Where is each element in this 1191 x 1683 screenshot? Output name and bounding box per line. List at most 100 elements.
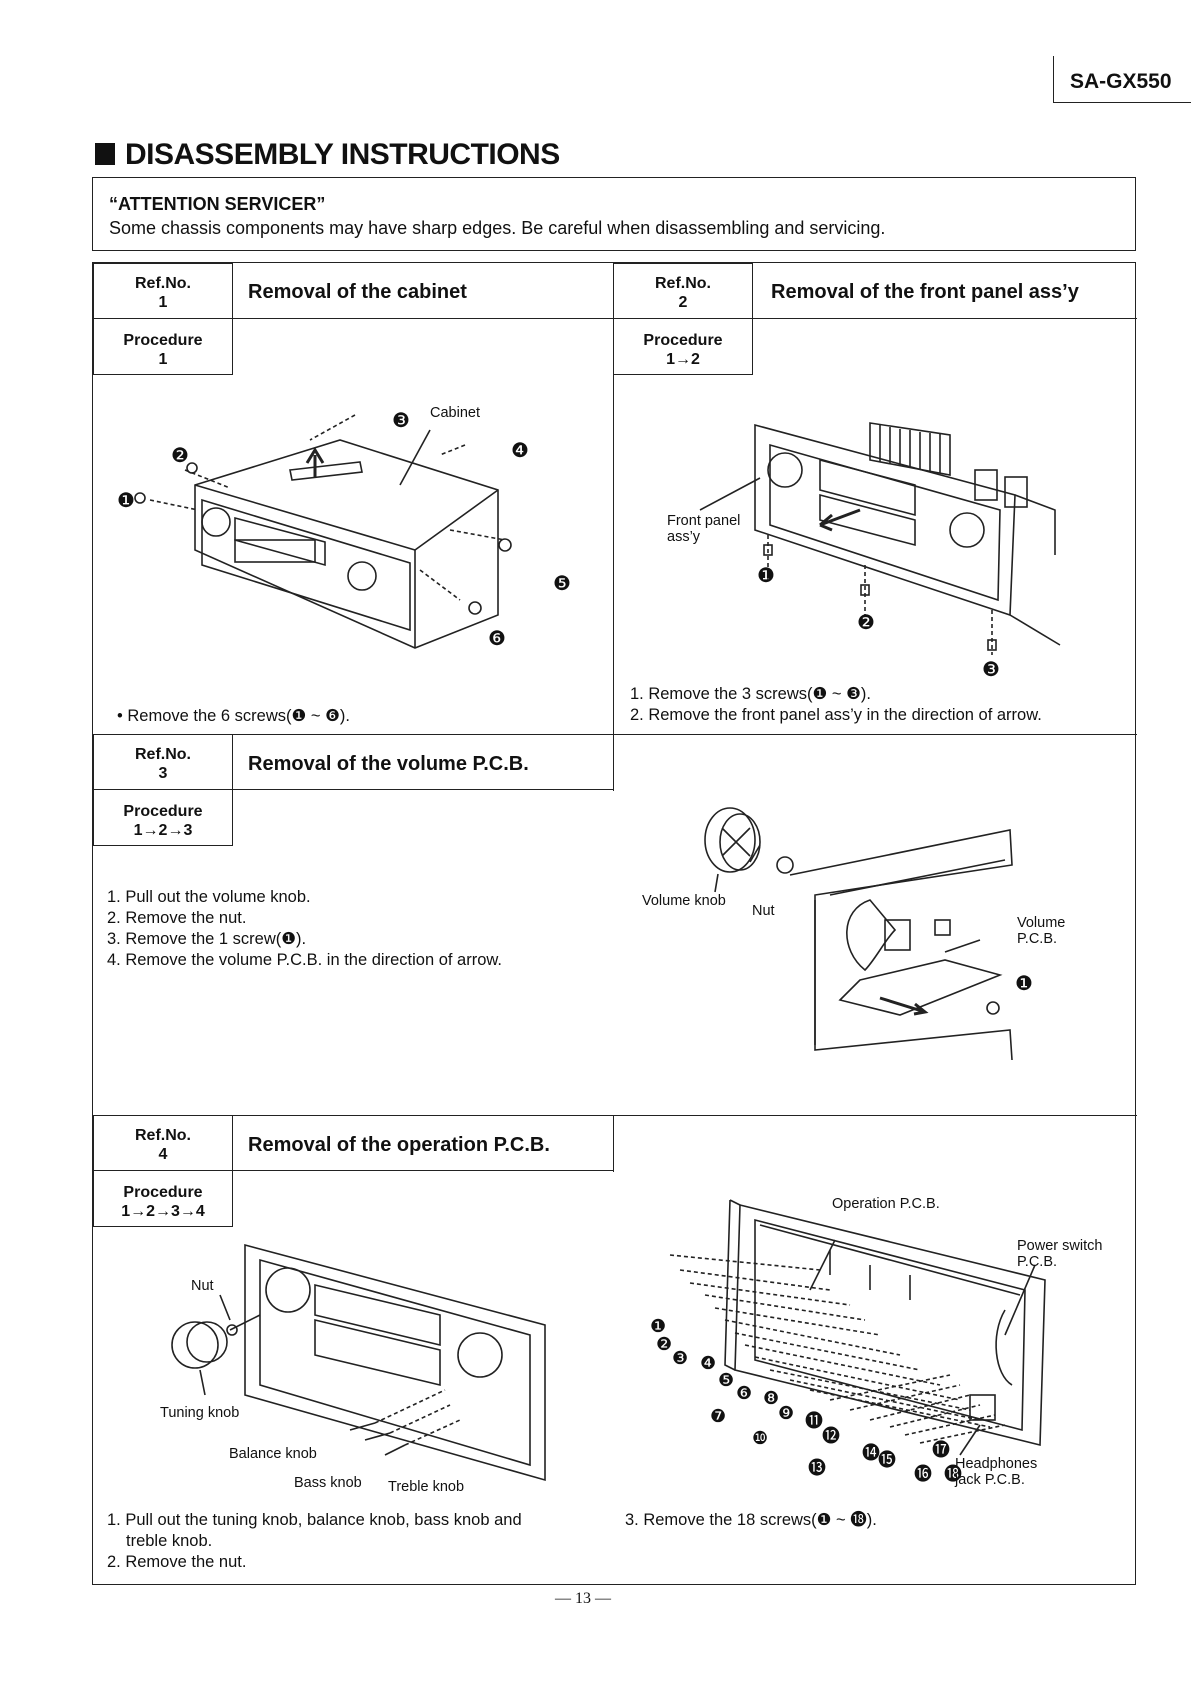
tuning-knob-illustration xyxy=(171,1243,546,1482)
step-4-1: 1. Pull out the tuning knob, balance kno… xyxy=(107,1511,522,1529)
procedure-steps: 1→2→3→4 xyxy=(121,1203,205,1220)
row-divider-1 xyxy=(93,734,1137,735)
label-treble-knob: Treble knob xyxy=(388,1479,465,1495)
label-bass-knob: Bass knob xyxy=(294,1475,362,1491)
procedure-box-4: Procedure 1→2→3→4 xyxy=(93,1170,233,1227)
title-underline xyxy=(232,1170,614,1171)
front-panel-illustration xyxy=(699,422,1061,655)
label-front-panel: Front panel ass’y xyxy=(667,513,741,545)
screw-2-marker: ❷ xyxy=(857,612,875,634)
procedure-steps: 1→2→3 xyxy=(133,822,193,839)
label-balance-knob: Balance knob xyxy=(229,1446,317,1462)
page-number: — 13 — xyxy=(555,1590,611,1607)
screw-16-marker: ⓰ xyxy=(914,1464,932,1484)
ref-box-3: Ref.No. 3 xyxy=(93,734,233,791)
step-2-2: 2. Remove the front panel ass’y in the d… xyxy=(630,706,1042,724)
screw-9-marker: ❾ xyxy=(778,1403,795,1423)
section-title-3: Removal of the volume P.C.B. xyxy=(248,753,529,775)
screw-4-marker: ❹ xyxy=(511,440,529,462)
screw-14-marker: ⓮ xyxy=(862,1443,880,1463)
bullet-square-icon xyxy=(95,143,115,165)
model-number: SA-GX550 xyxy=(1070,70,1172,93)
step-4-1-cont: treble knob. xyxy=(126,1532,213,1550)
step-3-3: 3. Remove the 1 screw(❶). xyxy=(107,930,307,948)
screw-13-marker: ⓭ xyxy=(808,1458,826,1478)
volume-pcb-illustration xyxy=(704,807,1013,1061)
step-4-2: 2. Remove the nut. xyxy=(107,1553,247,1571)
ref-number: 4 xyxy=(158,1146,168,1163)
screw-6-marker: ❻ xyxy=(488,628,506,650)
attention-heading: “ATTENTION SERVICER” xyxy=(109,194,326,214)
section-title-1: Removal of the cabinet xyxy=(248,281,467,303)
ref-box-1: Ref.No. 1 xyxy=(93,263,233,320)
screw-3-marker: ❸ xyxy=(672,1348,689,1368)
screw-15-marker: ⓯ xyxy=(878,1450,896,1470)
procedure-box-1: Procedure 1 xyxy=(93,318,233,375)
screw-8-marker: ❽ xyxy=(763,1388,780,1408)
step-3-1: 1. Pull out the volume knob. xyxy=(107,888,311,906)
ref-box-4: Ref.No. 4 xyxy=(93,1115,233,1172)
operation-pcb-illustration xyxy=(669,1199,1046,1456)
screw-2-marker: ❷ xyxy=(656,1334,673,1354)
label-headphones-jack-pcb: Headphones jack P.C.B. xyxy=(955,1456,1038,1488)
screw-11-marker: ⓫ xyxy=(805,1411,823,1431)
ref-number: 1 xyxy=(158,294,168,311)
label-tuning-knob: Tuning knob xyxy=(160,1405,240,1421)
screw-10-marker: ❿ xyxy=(752,1428,769,1448)
label-cabinet: Cabinet xyxy=(430,405,480,421)
screw-1-marker: ❶ xyxy=(1015,973,1033,995)
page-title: DISASSEMBLY INSTRUCTIONS xyxy=(95,138,560,172)
ref-label: Ref.No. xyxy=(655,275,711,292)
procedure-steps: 1 xyxy=(158,351,168,368)
procedure-label: Procedure xyxy=(123,803,203,820)
screw-2-marker: ❷ xyxy=(171,445,189,467)
model-tag: SA-GX550 xyxy=(1053,56,1191,103)
section-title-4: Removal of the operation P.C.B. xyxy=(248,1134,550,1156)
screw-1-marker: ❶ xyxy=(117,490,135,512)
screw-18-marker: ⓲ xyxy=(944,1464,962,1484)
step-3-4: 4. Remove the volume P.C.B. in the direc… xyxy=(107,951,502,969)
title-box-right xyxy=(613,734,614,791)
ref-label: Ref.No. xyxy=(135,1127,191,1144)
step-3-2: 2. Remove the nut. xyxy=(107,909,247,927)
ref-box-2: Ref.No. 2 xyxy=(613,263,753,320)
screw-17-marker: ⓱ xyxy=(932,1440,950,1460)
row-divider-2 xyxy=(93,1115,1137,1116)
attention-box: “ATTENTION SERVICER” Some chassis compon… xyxy=(92,177,1136,251)
screw-5-marker: ❺ xyxy=(553,573,571,595)
procedure-label: Procedure xyxy=(123,332,203,349)
attention-text: Some chassis components may have sharp e… xyxy=(109,218,886,238)
screw-5-marker: ❺ xyxy=(718,1370,735,1390)
screw-1-marker: ❶ xyxy=(650,1316,667,1336)
procedure-box-3: Procedure 1→2→3 xyxy=(93,789,233,846)
title-underline xyxy=(232,789,614,790)
step-4-3: 3. Remove the 18 screws(❶ ~ ⓲). xyxy=(625,1511,877,1529)
label-nut: Nut xyxy=(191,1278,214,1294)
instructions-grid: Ref.No. 1 Removal of the cabinet Procedu… xyxy=(92,262,1137,1585)
step-1-1: • Remove the 6 screws(❶ ~ ❻). xyxy=(117,707,350,725)
screw-3-marker: ❸ xyxy=(982,659,1000,681)
screw-1-marker: ❶ xyxy=(757,565,775,587)
title-underline xyxy=(232,318,614,319)
label-volume-pcb: Volume P.C.B. xyxy=(1017,915,1066,947)
procedure-steps: 1→2 xyxy=(666,351,700,368)
procedure-box-2: Procedure 1→2 xyxy=(613,318,753,375)
ref-label: Ref.No. xyxy=(135,746,191,763)
label-power-switch-pcb: Power switch P.C.B. xyxy=(1017,1238,1103,1270)
screw-4-marker: ❹ xyxy=(700,1353,717,1373)
procedure-label: Procedure xyxy=(643,332,723,349)
screw-12-marker: ⓬ xyxy=(822,1426,840,1446)
screw-6-marker: ❻ xyxy=(736,1383,753,1403)
title-box-right xyxy=(613,1115,614,1172)
ref-label: Ref.No. xyxy=(135,275,191,292)
title-divider xyxy=(232,263,233,320)
ref-number: 2 xyxy=(678,294,688,311)
title-underline xyxy=(752,318,1137,319)
step-2-1: 1. Remove the 3 screws(❶ ~ ❸). xyxy=(630,685,871,703)
cabinet-illustration xyxy=(134,414,512,649)
ref-number: 3 xyxy=(158,765,168,782)
column-divider xyxy=(613,263,614,734)
label-volume-knob: Volume knob xyxy=(642,893,726,909)
procedure-label: Procedure xyxy=(123,1184,203,1201)
label-operation-pcb: Operation P.C.B. xyxy=(832,1196,940,1212)
